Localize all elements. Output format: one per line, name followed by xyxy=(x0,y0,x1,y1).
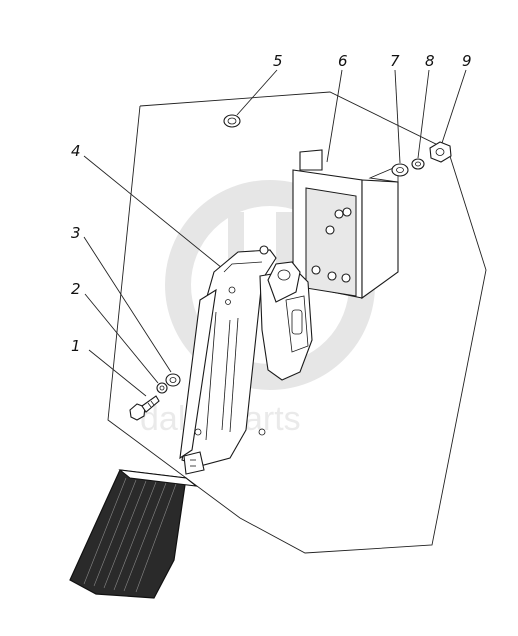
assembly-boundary xyxy=(107,91,487,554)
pedal-assembly-part-4 xyxy=(179,245,313,475)
washer-part-3 xyxy=(165,373,181,387)
callout-1: 1 xyxy=(71,337,81,355)
pedal-pad xyxy=(69,469,198,599)
bushing-part-5 xyxy=(223,114,241,128)
callout-2: 2 xyxy=(71,280,81,298)
callout-6: 6 xyxy=(338,52,348,70)
leader-lines xyxy=(83,69,467,397)
callout-5: 5 xyxy=(273,52,283,70)
bracket-part-6 xyxy=(292,149,399,300)
washer-part-7 xyxy=(391,163,409,177)
callout-7: 7 xyxy=(390,52,400,70)
bolt-part-1 xyxy=(129,395,160,421)
lock-washer-part-2 xyxy=(156,382,168,394)
callout-9: 9 xyxy=(462,52,472,70)
nut-part-9 xyxy=(429,141,452,163)
lock-washer-part-8 xyxy=(411,158,425,170)
callout-4: 4 xyxy=(71,142,81,160)
callout-8: 8 xyxy=(425,52,435,70)
callout-3: 3 xyxy=(71,224,81,242)
